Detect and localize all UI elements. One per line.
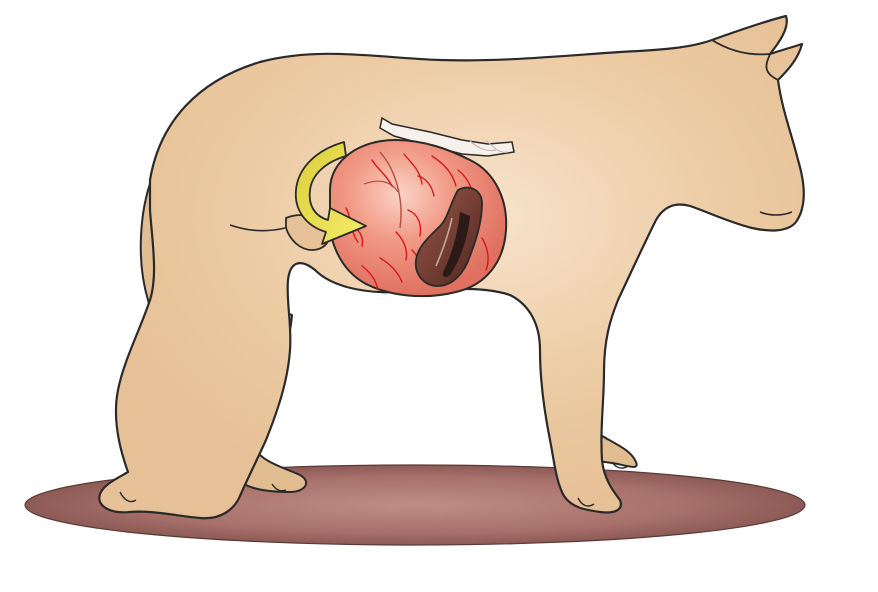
- dog-paws: [119, 461, 629, 507]
- spleen: [414, 186, 483, 287]
- dog-thigh-line: [229, 224, 286, 232]
- dog-ears: [711, 39, 779, 81]
- dog-mouth: [759, 211, 793, 216]
- twisted-tube: [379, 116, 515, 157]
- rotation-arrow-icon: [294, 141, 367, 245]
